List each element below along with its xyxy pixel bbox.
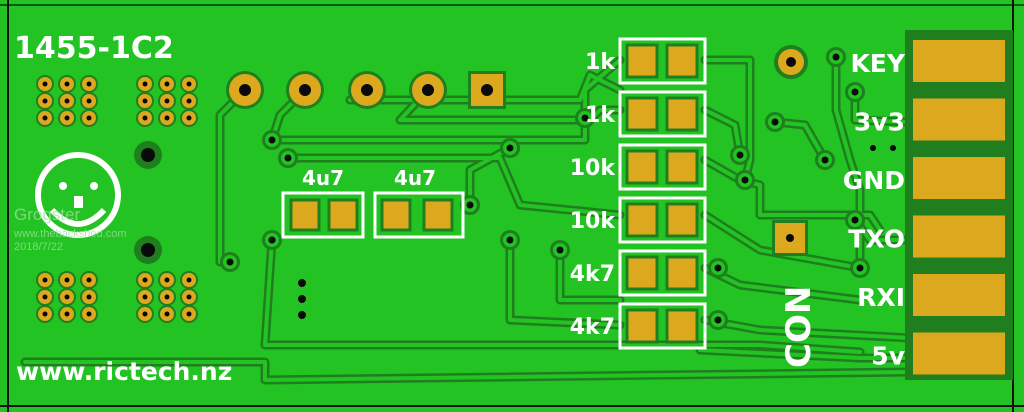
test-dots [298, 145, 896, 319]
connector-pin: 3v3 [854, 98, 1005, 141]
header-pin [226, 71, 264, 109]
resistor: 4k7 [570, 302, 707, 350]
via [550, 240, 570, 260]
watermark-site: www.thebackshed.com [13, 228, 127, 240]
capacitor-c1: 4u7 [281, 166, 365, 239]
connector-pin: TXO [848, 215, 1005, 258]
connector-pin: RXI [857, 274, 1005, 316]
capacitor-label: 4u7 [302, 166, 344, 190]
vias [220, 47, 870, 330]
pad-array [36, 75, 98, 127]
via [735, 170, 755, 190]
via [826, 47, 846, 67]
pad-array [136, 271, 198, 323]
resistor-label: 1k [585, 50, 616, 75]
connector-pin-label: 3v3 [854, 108, 905, 137]
connector-pin-label: RXI [857, 283, 905, 312]
pad-array [136, 75, 198, 127]
via [850, 258, 870, 278]
via [708, 258, 728, 278]
via [575, 108, 595, 128]
connector-pin-label: 5v [871, 342, 905, 371]
connector-pin-label: KEY [850, 49, 905, 78]
via [262, 230, 282, 250]
resistor: 1k [585, 37, 707, 85]
connector-body [905, 30, 1013, 380]
via [845, 210, 865, 230]
via [730, 145, 750, 165]
mounting-hole [134, 141, 162, 169]
website-label: www.rictech.nz [16, 357, 232, 386]
connector-pin: GND [843, 157, 1005, 199]
resistor: 1k [585, 90, 707, 138]
trace-copper [23, 55, 912, 382]
connector-pin: KEY [850, 40, 1005, 82]
round-pad [774, 45, 808, 79]
via [500, 230, 520, 250]
via [765, 112, 785, 132]
header-pin [468, 71, 506, 109]
resistor-label: 4k7 [570, 315, 615, 340]
via [845, 82, 865, 102]
capacitor-c2: 4u7 [373, 166, 465, 239]
resistor-column: 1k 1k 10k 10k 4k7 4k7 [570, 37, 707, 350]
resistor-label: 4k7 [570, 262, 615, 287]
connector-label: CON [779, 286, 819, 368]
resistor: 10k [570, 196, 707, 244]
via [708, 310, 728, 330]
resistor-label: 1k [585, 103, 616, 128]
resistor: 4k7 [570, 249, 707, 297]
connector-pin-label: TXO [848, 225, 905, 254]
connector-pin: 5v [871, 332, 1005, 375]
via [278, 148, 298, 168]
square-pad [772, 220, 808, 256]
via [220, 252, 240, 272]
mounting-hole [134, 236, 162, 264]
header-pin [348, 71, 386, 109]
via [262, 130, 282, 150]
smiley-logo-icon [35, 152, 121, 238]
via [815, 150, 835, 170]
connector-pin-label: GND [843, 166, 905, 195]
resistor: 10k [570, 143, 707, 191]
part-number: 1455-1C2 [14, 31, 174, 66]
watermark-author: Grogster [14, 205, 80, 224]
capacitor-label: 4u7 [394, 166, 436, 190]
header-pin [286, 71, 324, 109]
resistor-label: 10k [570, 209, 617, 234]
header-pin [409, 71, 447, 109]
pin-header [226, 71, 506, 109]
via [460, 195, 480, 215]
pad-array [36, 271, 98, 323]
watermark-date: 2018/7/22 [14, 241, 63, 253]
pad-arrays [36, 75, 198, 323]
resistor-label: 10k [570, 156, 617, 181]
via [500, 138, 520, 158]
